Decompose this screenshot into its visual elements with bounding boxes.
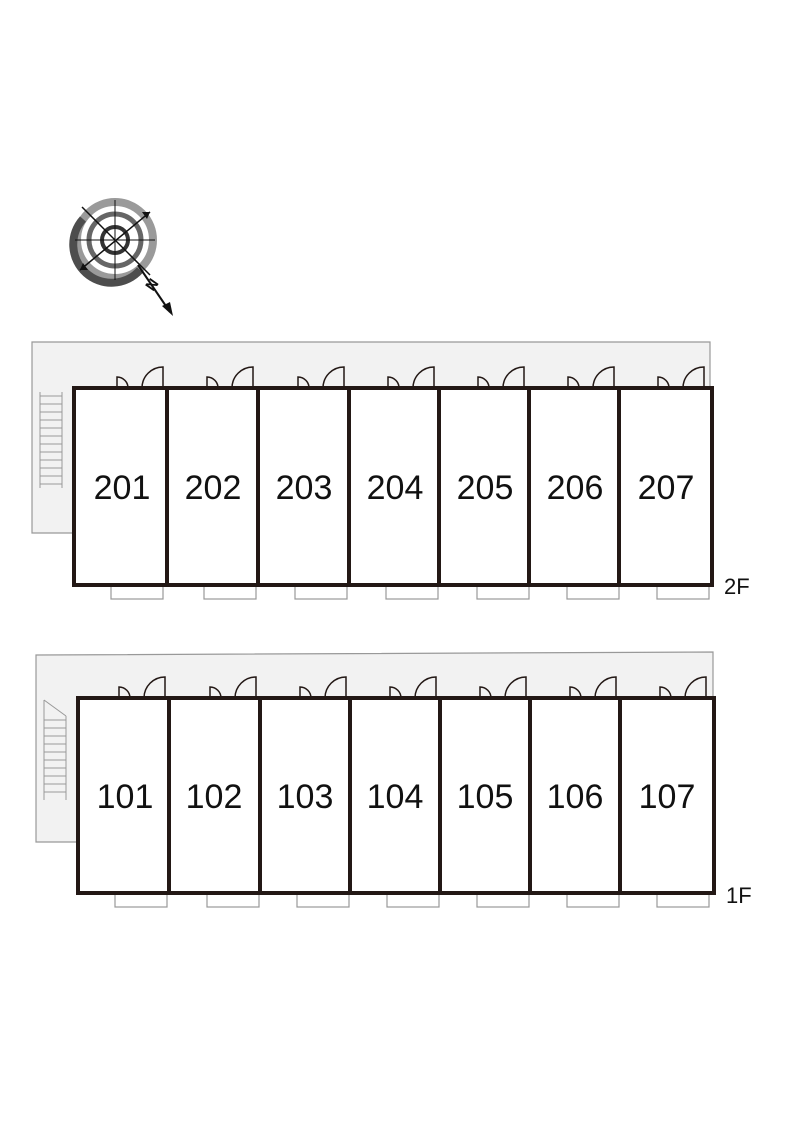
compass-icon: N xyxy=(69,198,173,316)
unit-207: 207 xyxy=(638,469,695,507)
unit-204: 204 xyxy=(367,469,424,507)
doors-1f xyxy=(118,676,707,699)
staircase-2f xyxy=(39,392,63,488)
unit-104: 104 xyxy=(367,778,424,816)
floor-label-2f: 2F xyxy=(724,574,750,599)
unit-106: 106 xyxy=(547,778,604,816)
unit-202: 202 xyxy=(185,469,242,507)
unit-labels-2f: 201 202 203 204 205 206 207 xyxy=(94,469,695,507)
floor-1f: 101 102 103 104 105 106 107 1F xyxy=(35,651,752,908)
compass-north-label: N xyxy=(142,276,162,295)
unit-103: 103 xyxy=(277,778,334,816)
building-outline-2f xyxy=(72,386,714,587)
unit-206: 206 xyxy=(547,469,604,507)
doors-2f xyxy=(116,366,705,389)
unit-105: 105 xyxy=(457,778,514,816)
partition-walls-2f xyxy=(165,388,621,585)
unit-107: 107 xyxy=(639,778,696,816)
floor-label-1f: 1F xyxy=(726,883,752,908)
unit-205: 205 xyxy=(457,469,514,507)
balconies-1f xyxy=(114,892,710,908)
balconies-2f xyxy=(110,584,710,600)
unit-102: 102 xyxy=(186,778,243,816)
partition-walls-1f xyxy=(167,698,622,893)
unit-203: 203 xyxy=(276,469,333,507)
staircase-1f xyxy=(43,699,67,800)
building-outline-1f xyxy=(76,696,716,895)
unit-201: 201 xyxy=(94,469,151,507)
unit-101: 101 xyxy=(97,778,154,816)
floor-2f: 201 202 203 204 205 206 207 2F xyxy=(31,341,750,600)
unit-labels-1f: 101 102 103 104 105 106 107 xyxy=(97,778,696,816)
